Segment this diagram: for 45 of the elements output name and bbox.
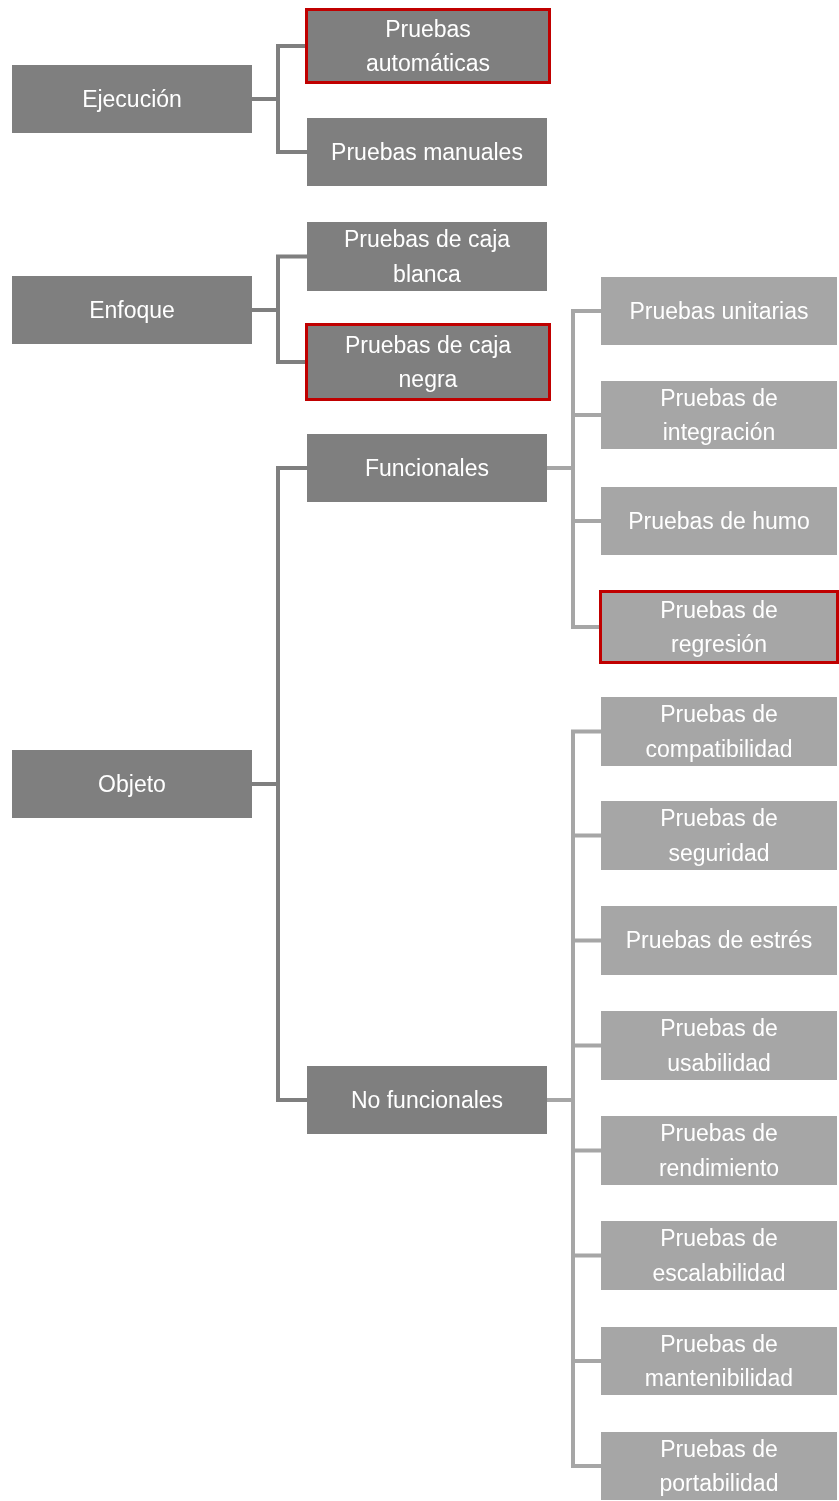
box-label: Funcionales [365,453,489,483]
category-box [601,1221,837,1290]
box-label: Pruebas de integración [659,383,779,447]
box-label: Pruebas de caja blanca [342,225,512,289]
box-label: Pruebas automáticas [365,14,491,78]
bracket-connector [547,1098,601,1468]
box-label: Pruebas de seguridad [659,804,779,868]
category-box [601,1327,837,1395]
box-label: Pruebas de mantenibilidad [643,1329,795,1393]
box-label: Pruebas unitarias [629,296,809,326]
category-box [307,118,547,186]
box-label: No funcionales [350,1085,504,1115]
category-box [307,222,547,291]
category-box [601,906,837,975]
box-label: Pruebas de humo [628,506,810,536]
category-box [599,590,839,664]
category-box [305,8,551,84]
box-label: Pruebas manuales [331,137,523,167]
bracket-connector [252,308,305,364]
category-box [601,277,837,345]
category-box [601,1011,837,1080]
bracket-connector [252,97,307,154]
category-box [305,323,551,401]
category-box [601,801,837,870]
box-label: Objeto [98,769,166,799]
box-label: Enfoque [89,295,175,325]
box-label: Pruebas de usabilidad [659,1014,779,1078]
box-label: Pruebas de estrés [625,926,813,956]
category-box [601,1116,837,1185]
box-label: Pruebas de compatibilidad [644,700,794,764]
box-label: Ejecución [82,84,182,114]
category-box [601,487,837,555]
category-box [12,276,252,344]
box-label: Pruebas de caja negra [343,330,513,394]
category-box [307,1066,547,1134]
category-box [601,381,837,449]
category-box [307,434,547,502]
category-box [601,697,837,766]
box-label: Pruebas de rendimiento [657,1119,781,1183]
category-box [12,65,252,133]
category-box [601,1432,837,1500]
category-box [12,750,252,818]
box-label: Pruebas de regresión [659,595,779,659]
box-label: Pruebas de portabilidad [658,1434,780,1498]
box-label: Pruebas de escalabilidad [651,1224,787,1288]
